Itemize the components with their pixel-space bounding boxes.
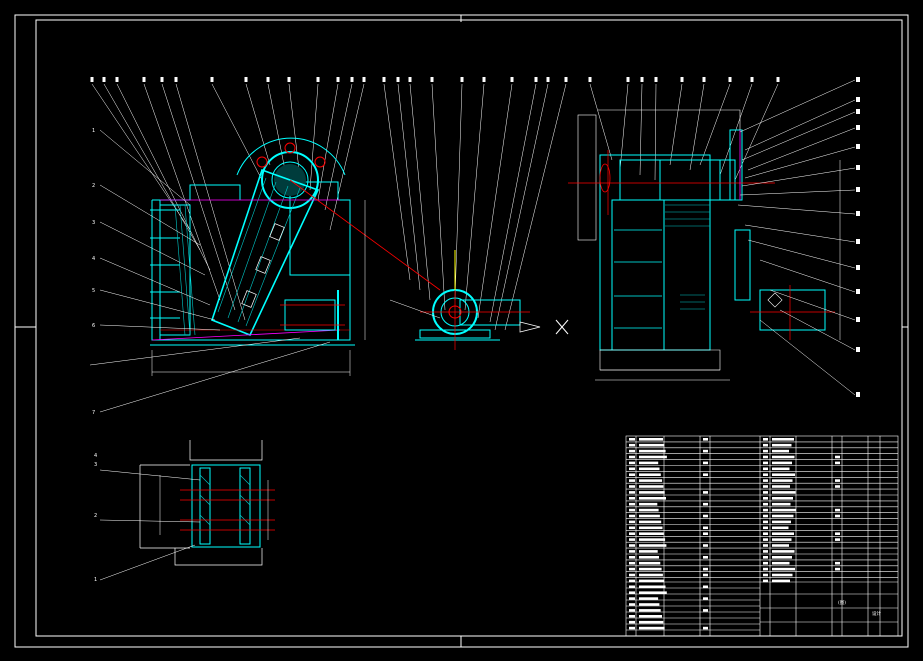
right-callout-numbers <box>856 77 860 397</box>
callout-mark <box>534 77 538 82</box>
callout-mark <box>564 77 568 82</box>
callout-mark <box>350 77 354 82</box>
arrow-cone-icon <box>519 321 541 333</box>
callout-mark <box>210 77 214 82</box>
detail-callout-3: 3 <box>94 462 97 468</box>
callout-2: 2 <box>92 183 95 189</box>
callout-1: 1 <box>92 128 95 134</box>
callout-mark <box>90 77 94 82</box>
callout-mark <box>482 77 486 82</box>
callout-mark <box>430 77 434 82</box>
callout-mark <box>654 77 658 82</box>
callout-mark <box>160 77 164 82</box>
title-block-cell-b: 设计 <box>872 610 881 617</box>
callout-mark <box>640 77 644 82</box>
callout-mark <box>102 77 106 82</box>
pulley-view <box>389 250 569 350</box>
callout-mark <box>316 77 320 82</box>
callout-4: 4 <box>92 256 95 262</box>
detail-callout-1: 1 <box>94 577 97 583</box>
callout-mark <box>115 77 119 82</box>
callout-mark <box>856 187 860 192</box>
symmetry-x-icon <box>555 319 569 335</box>
callout-mark <box>336 77 340 82</box>
callout-mark <box>174 77 178 82</box>
sheet-frame <box>14 14 909 648</box>
callout-mark <box>702 77 706 82</box>
bearing-detail-view: 4 3 2 1 <box>94 440 275 583</box>
callout-5: 5 <box>92 288 95 294</box>
callout-mark <box>856 97 860 102</box>
callout-3: 3 <box>92 220 95 226</box>
callout-mark <box>856 144 860 149</box>
callout-mark <box>396 77 400 82</box>
callout-mark <box>680 77 684 82</box>
title-block-cell-a: (图) <box>838 600 846 606</box>
callout-mark <box>626 77 630 82</box>
callout-mark <box>266 77 270 82</box>
side-elevation-view <box>150 137 441 376</box>
callout-mark <box>856 109 860 114</box>
callout-mark <box>856 211 860 216</box>
front-section-view <box>568 109 841 381</box>
left-callout-numbers: 1 2 3 4 5 6 7 <box>92 128 95 416</box>
callout-mark <box>287 77 291 82</box>
left-callout-leaders <box>89 129 331 413</box>
callout-7: 7 <box>92 410 95 416</box>
callout-mark <box>382 77 386 82</box>
callout-mark <box>856 392 860 397</box>
callout-mark <box>776 77 780 82</box>
callout-mark <box>856 77 860 82</box>
callout-mark <box>362 77 366 82</box>
callout-mark <box>856 289 860 294</box>
callout-mark <box>856 125 860 130</box>
detail-callout-2: 2 <box>94 513 97 519</box>
top-callout-numbers <box>90 77 780 82</box>
detail-callout-4: 4 <box>94 453 97 459</box>
callout-mark <box>510 77 514 82</box>
right-callout-leaders <box>737 79 856 396</box>
callout-6: 6 <box>92 323 95 329</box>
callout-mark <box>244 77 248 82</box>
callout-mark <box>856 347 860 352</box>
callout-mark <box>460 77 464 82</box>
callout-mark <box>588 77 592 82</box>
callout-mark <box>750 77 754 82</box>
callout-mark <box>856 239 860 244</box>
callout-mark <box>142 77 146 82</box>
callout-mark <box>856 317 860 322</box>
top-callout-leaders <box>91 83 779 331</box>
callout-mark <box>856 165 860 170</box>
callout-mark <box>728 77 732 82</box>
callout-mark <box>546 77 550 82</box>
callout-mark <box>408 77 412 82</box>
callout-mark <box>856 265 860 270</box>
parts-list-table: (图) 设计 <box>625 435 899 637</box>
